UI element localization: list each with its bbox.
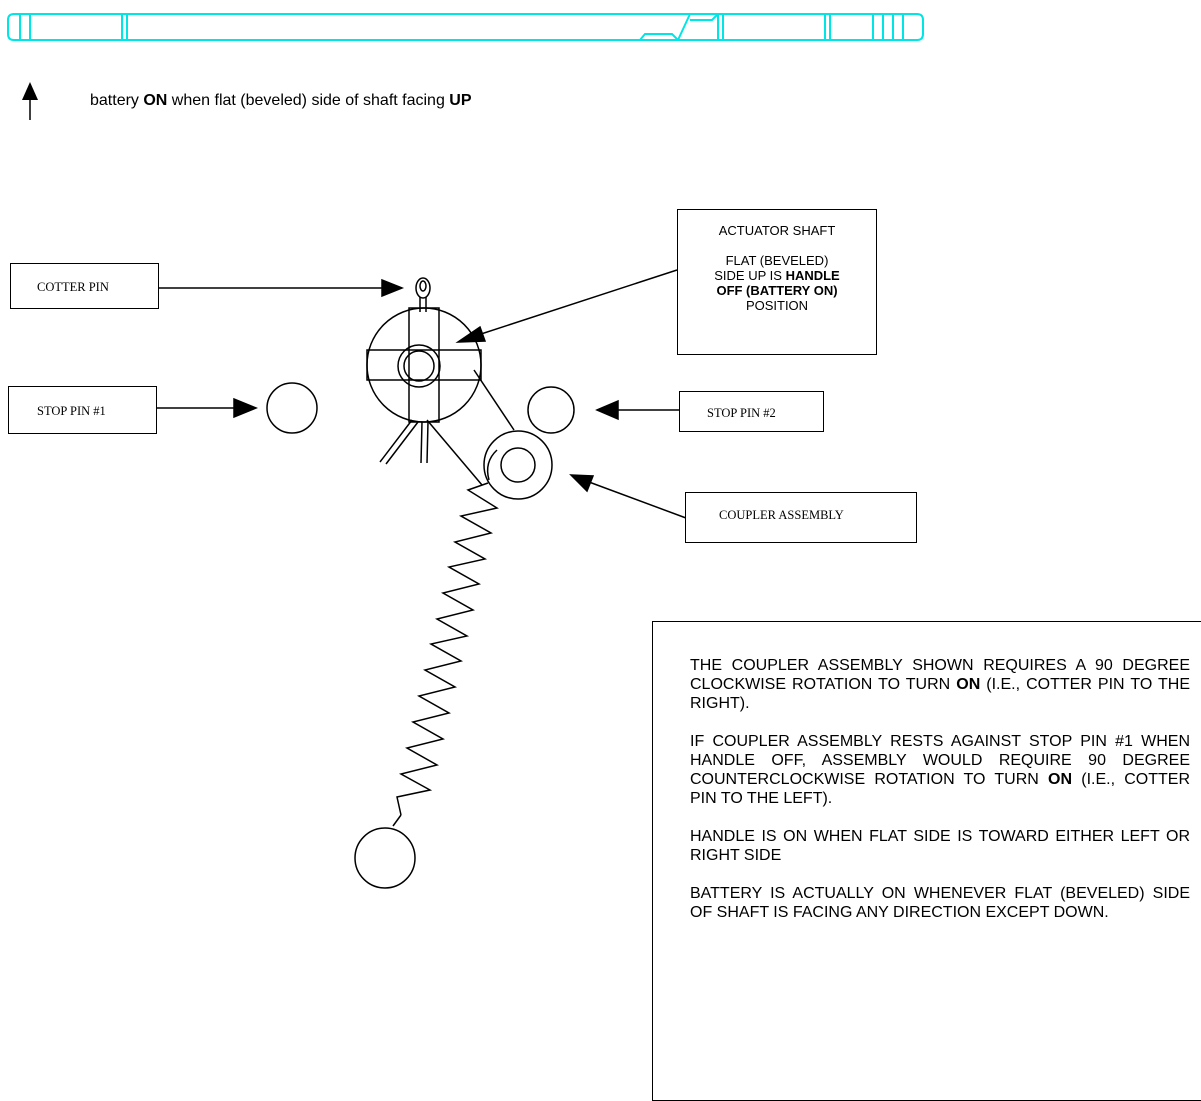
stop-pin-1-drawing — [266, 382, 318, 434]
legend-on: ON — [143, 92, 168, 109]
stop-pin-2-drawing — [527, 386, 575, 434]
spring-end-weight — [354, 827, 416, 889]
coupler-mechanism — [266, 277, 575, 889]
cotter-pin-drawing — [415, 277, 431, 299]
note-1-on: ON — [956, 676, 981, 693]
note-3: HANDLE IS ON WHEN FLAT SIDE IS TOWARD EI… — [690, 828, 1190, 864]
stop-pin-1-callout: STOP PIN #1 — [8, 386, 157, 434]
callout-arrows — [157, 269, 687, 519]
actuator-shaft-callout: ACTUATOR SHAFT FLAT (BEVELED) SIDE UP IS… — [677, 209, 877, 355]
actuator-title: ACTUATOR SHAFT — [718, 223, 836, 238]
stop-pin-1-label: STOP PIN #1 — [37, 404, 106, 418]
coupler-assembly-drawing — [483, 430, 553, 500]
note-1-text-b: (I.E., COTTER PIN TO THE RIGHT). — [690, 676, 1191, 712]
actuator-line-4: POSITION — [745, 298, 809, 313]
legend-prefix: battery — [90, 92, 144, 109]
actuator-line-2-bold: HANDLE — [785, 268, 840, 283]
up-arrow-icon — [22, 82, 38, 120]
notes-box: THE COUPLER ASSEMBLY SHOWN REQUIRES A 90… — [652, 621, 1201, 1101]
legend-middle: when flat (beveled) side of shaft facing — [167, 92, 450, 109]
cotter-pin-label: COTTER PIN — [37, 280, 109, 294]
actuator-wheel — [366, 307, 482, 423]
note-4: BATTERY IS ACTUALLY ON WHENEVER FLAT (BE… — [690, 885, 1190, 921]
stop-pin-2-callout: STOP PIN #2 — [679, 391, 824, 432]
note-2: IF COUPLER ASSEMBLY RESTS AGAINST STOP P… — [690, 732, 1190, 808]
spring-drawing — [396, 482, 499, 816]
note-2-on: ON — [1048, 771, 1073, 788]
note-1: THE COUPLER ASSEMBLY SHOWN REQUIRES A 90… — [690, 656, 1190, 713]
actuator-line-3-bold: OFF (BATTERY ON) — [716, 283, 838, 298]
legend-text: battery ON when flat (beveled) side of s… — [90, 91, 472, 111]
note-2-text-b: (I.E., COTTER PIN TO THE LEFT). — [690, 771, 1190, 807]
coupler-assembly-callout: COUPLER ASSEMBLY — [685, 492, 917, 543]
shaft-side-view — [7, 13, 924, 41]
actuator-line-2-prefix: SIDE UP IS — [714, 268, 786, 283]
cotter-pin-callout: COTTER PIN — [10, 263, 159, 309]
actuator-line-1: FLAT (BEVELED) — [725, 253, 829, 268]
note-2-text-a: IF COUPLER ASSEMBLY RESTS AGAINST STOP P… — [690, 733, 1190, 788]
note-1-text-a: THE COUPLER ASSEMBLY SHOWN REQUIRES A 90… — [690, 657, 1190, 693]
legend-up: UP — [449, 92, 472, 109]
stop-pin-2-label: STOP PIN #2 — [707, 406, 776, 420]
coupler-assembly-label: COUPLER ASSEMBLY — [719, 508, 844, 522]
